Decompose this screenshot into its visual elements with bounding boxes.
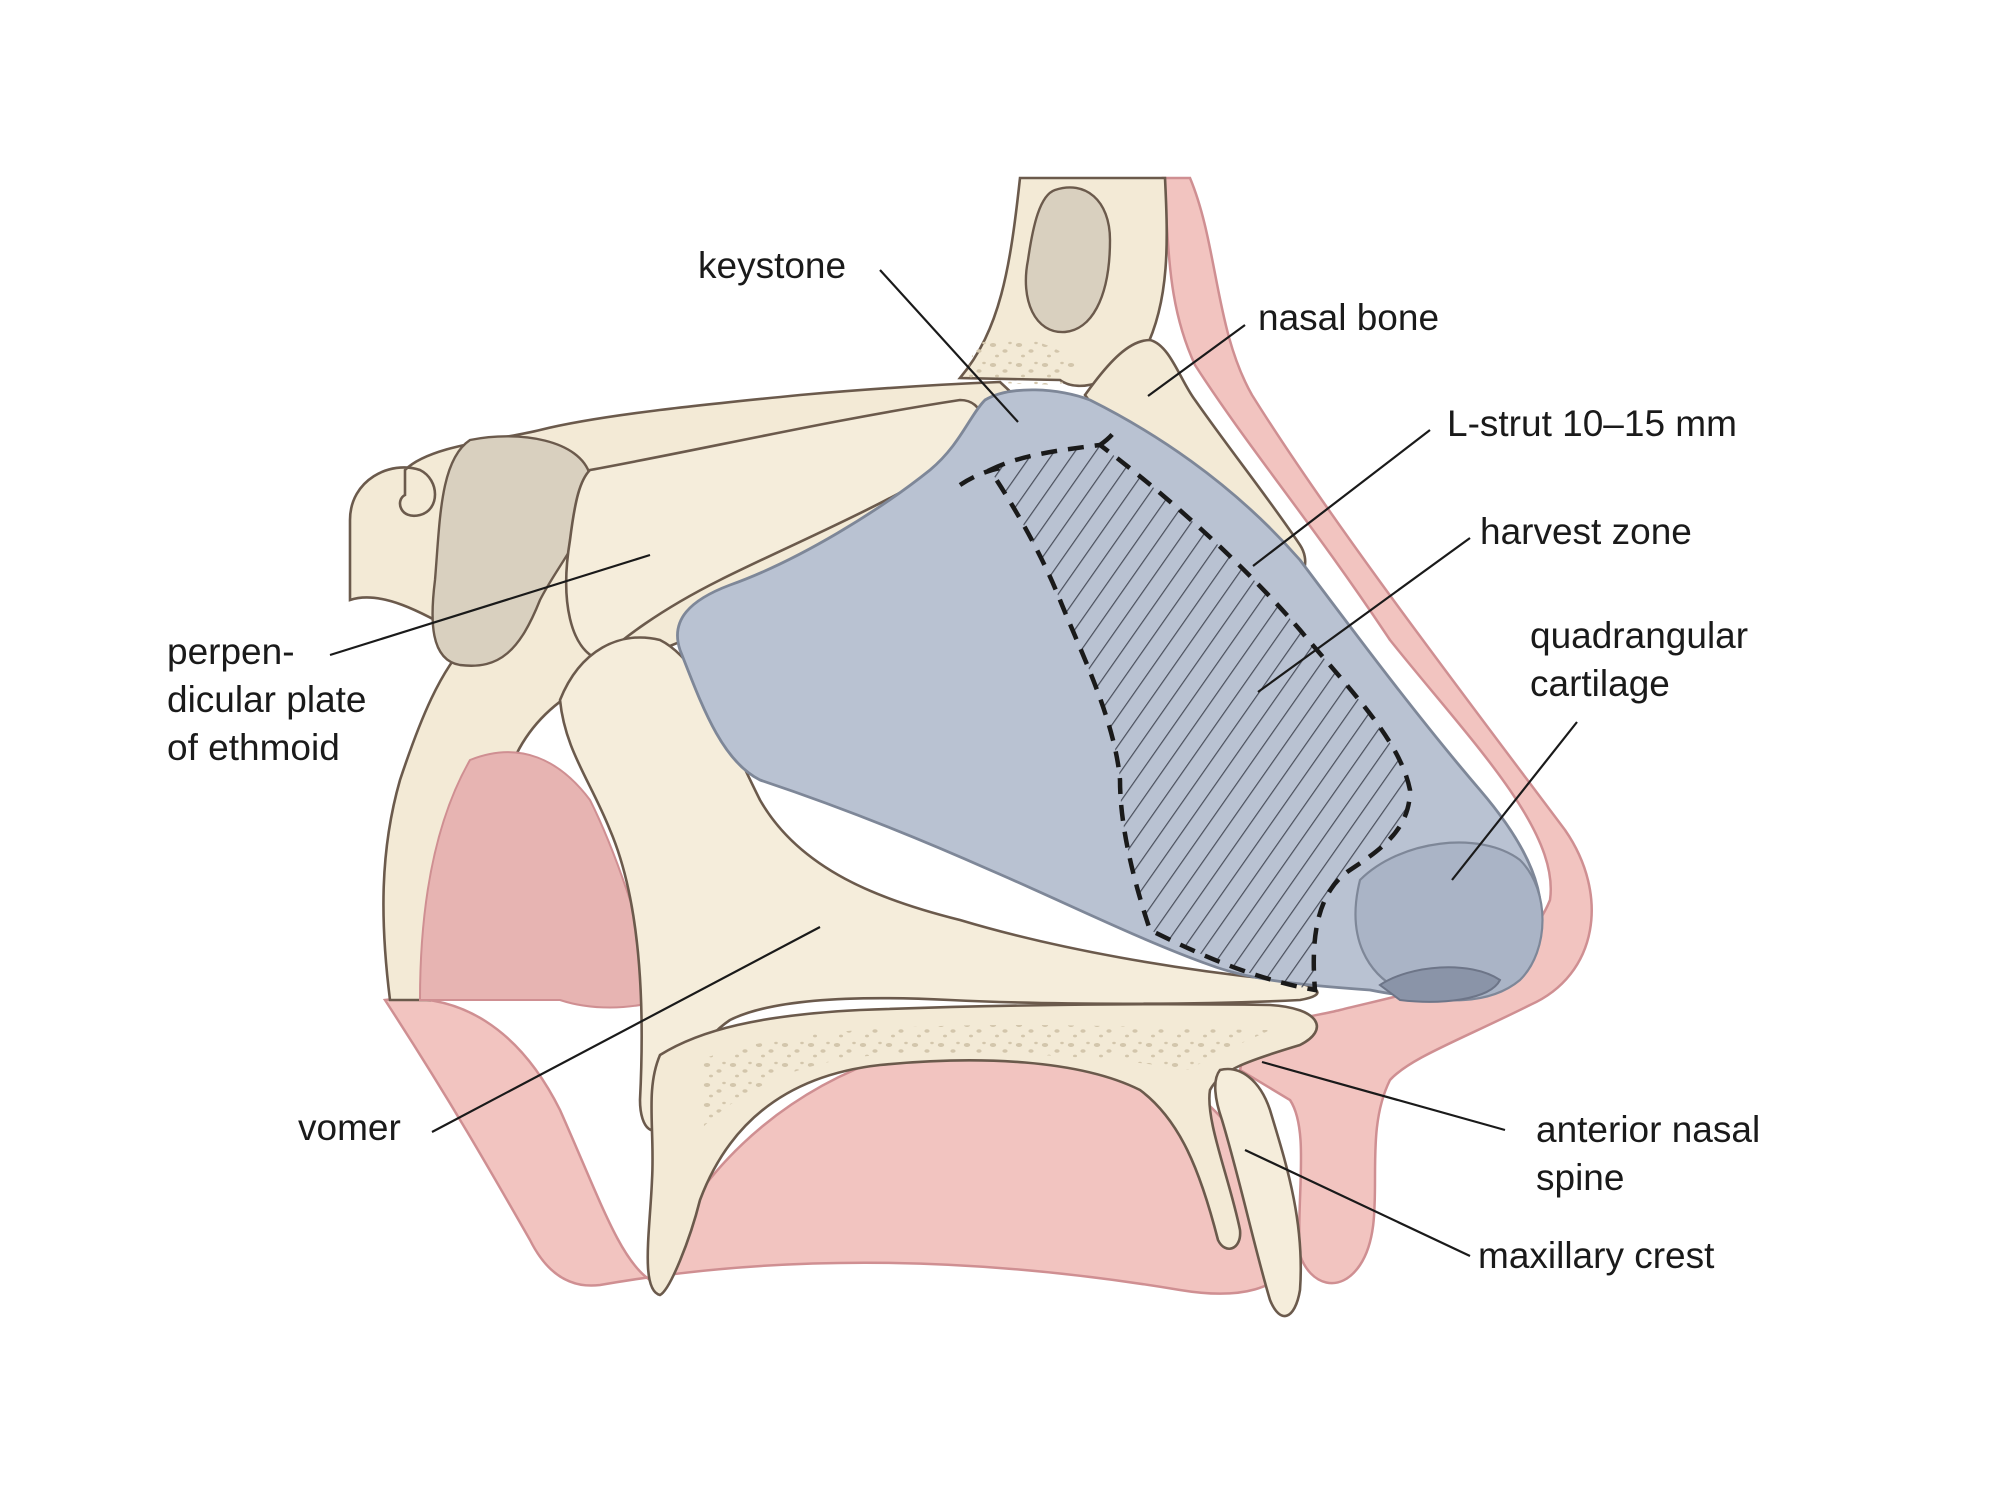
- label-anterior-nasal-spine: anterior nasal spine: [1536, 1106, 1760, 1202]
- leader-maxillary-crest: [1244, 1149, 1471, 1257]
- leader-l-strut: [1252, 429, 1431, 567]
- label-perpendicular-line-1: perpen-: [167, 631, 295, 672]
- perpendicular-plate-shape: [564, 398, 984, 662]
- harvest-zone-shape: [986, 442, 1413, 993]
- anterior-nasal-spine-shape: [1213, 1067, 1302, 1318]
- label-keystone: keystone: [698, 245, 847, 286]
- label-quadrangular-line-2: cartilage: [1530, 663, 1670, 704]
- alar-cartilage: [1354, 841, 1544, 1002]
- nostril: [1378, 966, 1502, 1003]
- label-vomer: vomer: [298, 1107, 401, 1148]
- label-quadrangular-cartilage: quadrangular cartilage: [1530, 612, 1748, 708]
- label-quadrangular-line-1: quadrangular: [1530, 615, 1749, 656]
- nasopharynx: [418, 751, 662, 1009]
- leader-lines: [329, 269, 1578, 1257]
- label-anterior-nasal-line-1: anterior nasal: [1536, 1109, 1761, 1150]
- label-perpendicular-line-2: dicular plate: [167, 679, 367, 720]
- leader-anterior-nasal-spine: [1261, 1060, 1506, 1132]
- leader-perpendicular: [329, 553, 651, 657]
- leader-harvest-zone: [1257, 537, 1471, 693]
- label-maxillary-crest: maxillary crest: [1478, 1235, 1715, 1276]
- label-perpendicular-line-3: of ethmoid: [167, 727, 340, 768]
- label-nasal-bone: nasal bone: [1258, 297, 1440, 338]
- label-perpendicular-plate: perpen- dicular plate of ethmoid: [167, 628, 367, 772]
- ethmoid-sinus: [431, 435, 593, 667]
- leader-keystone: [879, 269, 1019, 423]
- harvest-zone-top-dash: [958, 424, 1121, 487]
- frontal-sinus: [1024, 186, 1112, 334]
- leader-nasal-bone: [1147, 324, 1246, 397]
- leader-quadrangular: [1451, 721, 1578, 881]
- label-anterior-nasal-line-2: spine: [1536, 1157, 1625, 1198]
- frontal-cancellous: [965, 337, 1080, 385]
- palate-cancellous: [700, 1025, 1270, 1130]
- hard-palate: [646, 1002, 1319, 1297]
- label-harvest-zone: harvest zone: [1480, 511, 1692, 552]
- label-l-strut: L-strut 10–15 mm: [1447, 403, 1737, 444]
- leader-vomer: [431, 926, 821, 1133]
